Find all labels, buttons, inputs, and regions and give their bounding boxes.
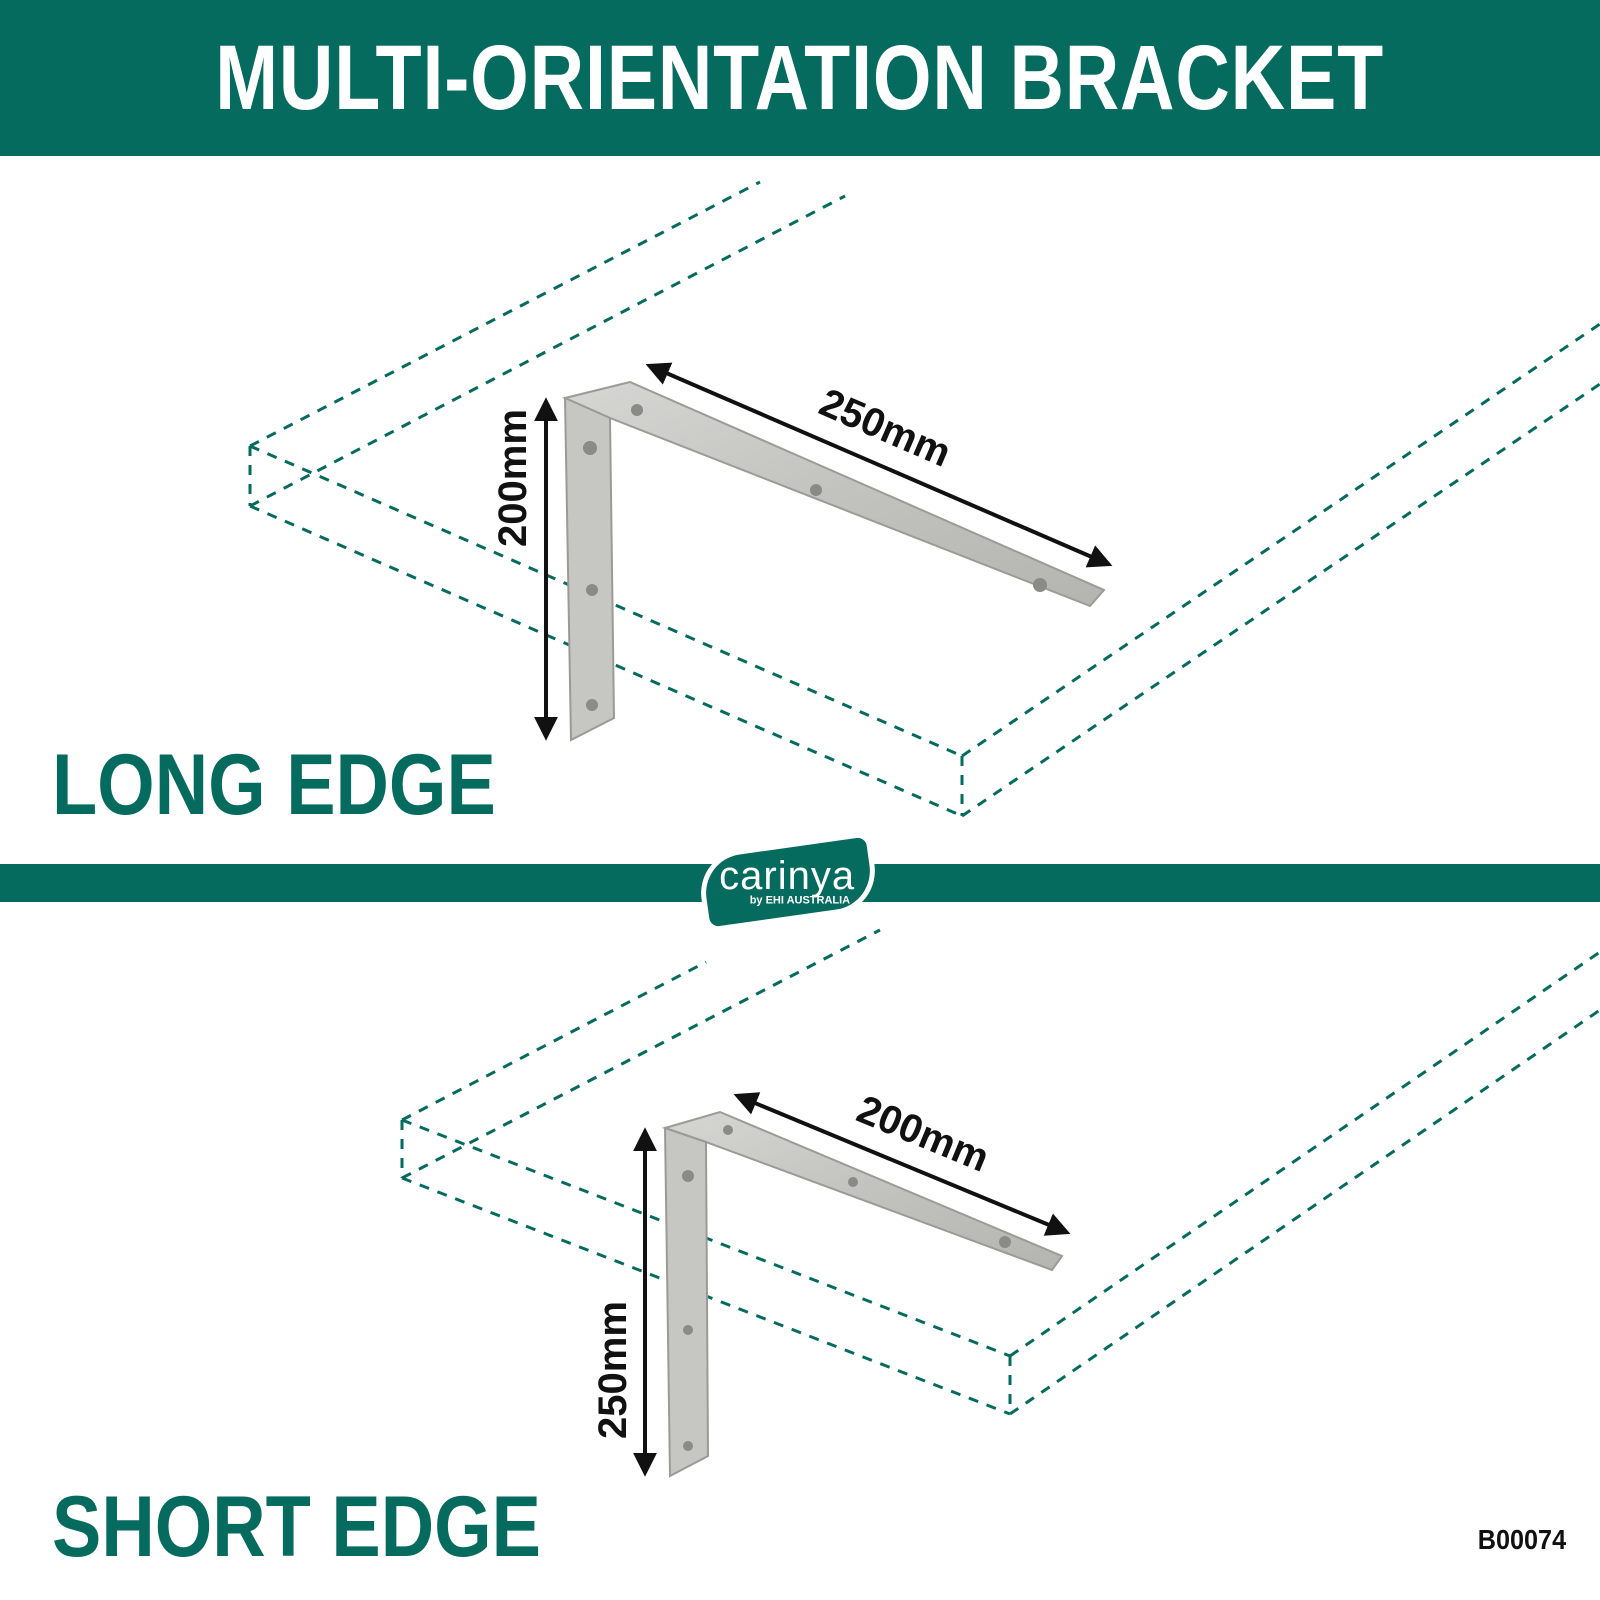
mounting-hole [999, 1236, 1011, 1248]
bracket-vertical-arm [563, 396, 616, 742]
long-vertical-dimension-label: 200mm [491, 409, 535, 547]
bracket-vertical-arm [663, 1126, 710, 1478]
short-edge-bracket [661, 1110, 1064, 1478]
mounting-hole [848, 1177, 858, 1187]
mounting-hole [586, 699, 598, 711]
logo-subtitle: by EHI AUSTRALIA [749, 894, 850, 907]
mounting-hole [810, 484, 822, 496]
mounting-hole [583, 441, 597, 455]
header-bar: MULTI-ORIENTATION BRACKET [0, 0, 1600, 156]
mounting-hole [683, 1441, 693, 1451]
long-edge-label: LONG EDGE [52, 737, 496, 833]
product-code: B00074 [1477, 1524, 1566, 1555]
mounting-hole [682, 1170, 694, 1182]
long-horizontal-dimension-label: 250mm [813, 380, 957, 475]
short-edge-shelf-outline [400, 928, 1600, 1416]
mounting-hole [723, 1125, 733, 1135]
long-horizontal-dimension-arrow [645, 362, 1113, 568]
mounting-hole [1033, 578, 1047, 592]
short-horizontal-dimension-arrow [733, 1092, 1071, 1236]
mounting-hole [683, 1325, 693, 1335]
mounting-hole [586, 584, 598, 596]
mounting-hole [631, 404, 643, 416]
long-edge-bracket [561, 380, 1106, 742]
long-edge-shelf-outline [248, 180, 1600, 818]
short-vertical-dimension-label: 250mm [591, 1301, 635, 1439]
short-edge-label: SHORT EDGE [52, 1479, 542, 1575]
short-horizontal-dimension-label: 200mm [851, 1087, 995, 1180]
logo-wordmark: carinya [719, 854, 856, 899]
page-title: MULTI-ORIENTATION BRACKET [215, 26, 1385, 129]
